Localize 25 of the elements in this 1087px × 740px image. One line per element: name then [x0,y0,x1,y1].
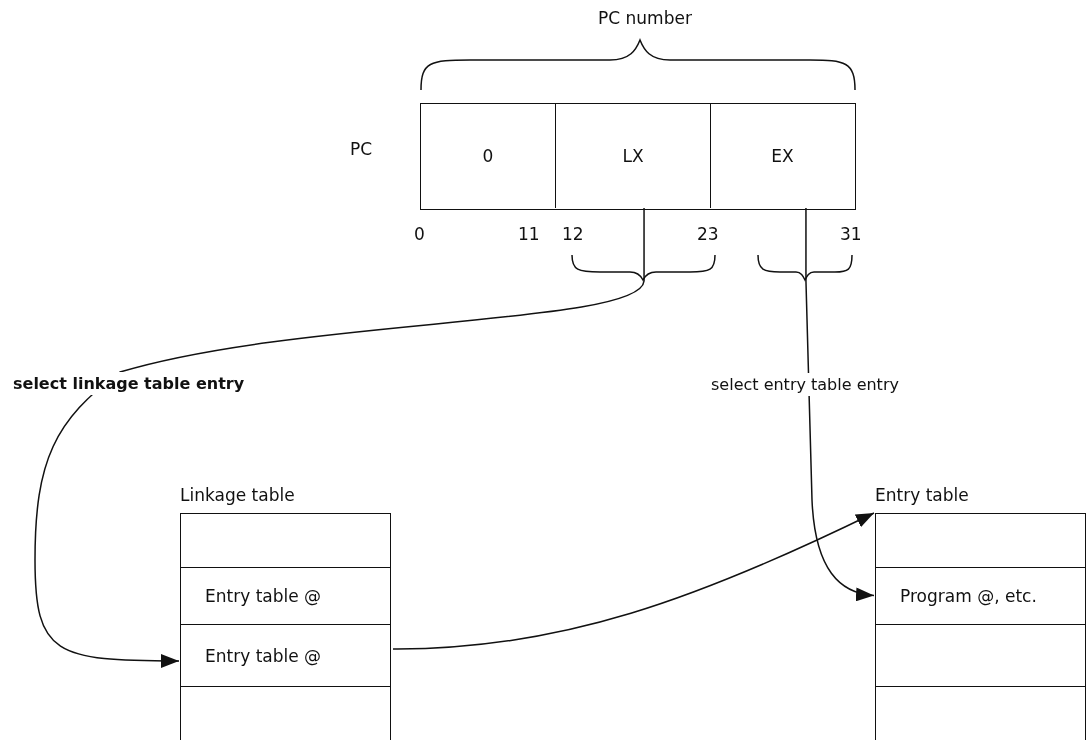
arrow [392,512,875,650]
bit-number: 12 [562,226,584,243]
register-label: PC [350,141,373,158]
bit-number: 31 [840,226,862,243]
edge-label: select entry table entry [708,373,902,396]
table-title: Entry table [875,487,969,504]
table-row: Program @, etc. [875,567,1086,624]
register-field: LX [556,104,711,208]
table-row [180,513,391,567]
bit-number: 0 [414,226,425,243]
table-row [875,686,1086,740]
arrow [34,207,645,668]
table-row [180,686,391,740]
table-row: Entry table @ [180,567,391,624]
table-row [875,624,1086,686]
table-row: Entry table @ [180,624,391,686]
table-title: Linkage table [180,487,295,504]
register-field: 0 [421,104,556,208]
table-row [875,513,1086,567]
bit-number: 11 [518,226,540,243]
brace-label: PC number [598,10,692,27]
register-box [420,103,856,210]
arrow [805,207,875,601]
register-field: EX [711,104,854,208]
bit-number: 23 [697,226,719,243]
